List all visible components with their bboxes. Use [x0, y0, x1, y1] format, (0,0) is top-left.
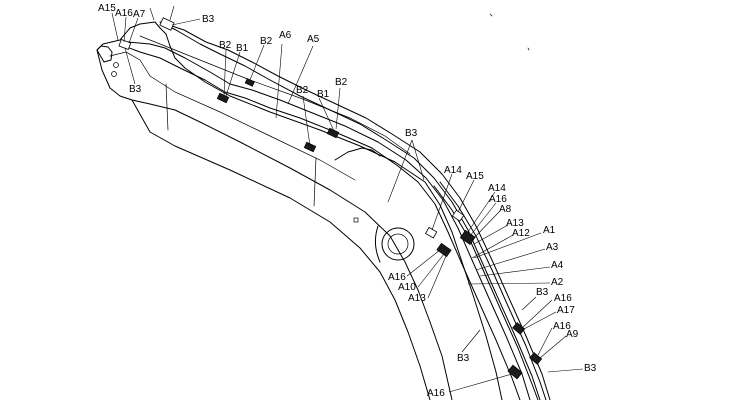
label-a5: A5	[307, 34, 320, 45]
label-a16: A16	[489, 194, 507, 205]
label-a14: A14	[444, 165, 462, 176]
label-a2: A2	[551, 277, 564, 288]
label-b1: B1	[317, 89, 330, 100]
hydraulic-pipes	[123, 21, 551, 400]
label-a7: A7	[133, 9, 146, 20]
label-b3: B3	[536, 287, 549, 298]
label-b2: B2	[219, 40, 232, 51]
label-a15: A15	[466, 171, 484, 182]
label-b3: B3	[129, 84, 142, 95]
label-a14: A14	[488, 183, 506, 194]
label-b3: B3	[202, 14, 215, 25]
boom-body	[96, 13, 530, 400]
leader-lines	[111, 5, 584, 393]
label-a10: A10	[398, 282, 416, 293]
label-a16: A16	[388, 272, 406, 283]
label-a13: A13	[506, 218, 524, 229]
label-a16: A16	[554, 293, 572, 304]
label-a16: A16	[553, 321, 571, 332]
label-a13: A13	[408, 293, 426, 304]
label-a4: A4	[551, 260, 564, 271]
label-a16: A16	[115, 8, 133, 19]
label-a1: A1	[543, 225, 556, 236]
label-b2: B2	[296, 85, 309, 96]
label-b2: B2	[260, 36, 273, 47]
label-b3: B3	[457, 353, 470, 364]
label-a17: A17	[557, 305, 575, 316]
label-a15: A15	[98, 3, 116, 14]
part-labels: A15 A16 A7 B3 B3 B2 B1 B2 A6 A5 B2 B2 B1…	[98, 3, 597, 399]
label-a6: A6	[279, 30, 292, 41]
label-a9: A9	[566, 329, 579, 340]
pipe-clamps	[118, 17, 543, 380]
label-a3: A3	[546, 242, 559, 253]
label-a12: A12	[512, 228, 530, 239]
label-a16: A16	[427, 388, 445, 399]
label-b2: B2	[335, 77, 348, 88]
label-a8: A8	[499, 204, 512, 215]
label-b3: B3	[405, 128, 418, 139]
label-b3: B3	[584, 363, 597, 374]
label-b1: B1	[236, 43, 249, 54]
